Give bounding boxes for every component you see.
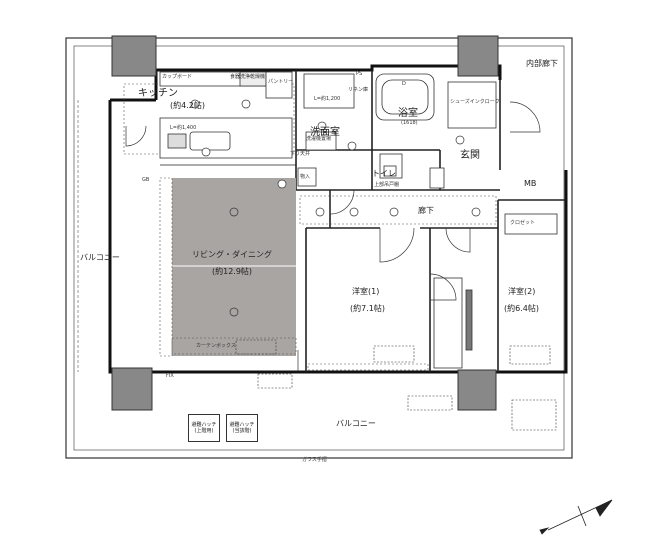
bedroom1-size: (約7.1帖) bbox=[350, 304, 385, 313]
upper-cabinet-label: 上部吊戸棚 bbox=[374, 182, 400, 188]
bedroom2-size: (約6.4帖) bbox=[504, 304, 539, 313]
evac-hatch-current: 避難ハッチ(当該階) bbox=[226, 414, 258, 442]
linen-label: リネン庫 bbox=[348, 87, 369, 93]
gb-label: GB bbox=[142, 177, 150, 183]
living-size: (約12.9帖) bbox=[212, 267, 253, 276]
ceiling-lights bbox=[190, 99, 481, 317]
pantry-label: パントリー bbox=[268, 79, 294, 85]
kitchen-label: キッチン bbox=[138, 88, 178, 99]
washer-label: 洗濯機置場 bbox=[306, 136, 332, 142]
toilet-label: トイレ bbox=[372, 169, 396, 178]
beam-height-2: L=約1,200 bbox=[314, 96, 341, 102]
closets bbox=[433, 213, 558, 369]
mb-label: MB bbox=[524, 179, 537, 188]
balcony-bottom-label: バルコニー bbox=[336, 419, 376, 428]
beam-height-1: L=約1,400 bbox=[170, 125, 197, 131]
hole-label: D bbox=[402, 81, 406, 87]
bedroom1-label: 洋室(1) bbox=[352, 287, 380, 296]
exterior-walls bbox=[108, 64, 568, 374]
doors bbox=[125, 101, 541, 372]
washroom-label: 洗面室 bbox=[310, 127, 340, 138]
entrance-label: 玄関 bbox=[460, 150, 480, 161]
structural-columns bbox=[111, 35, 499, 411]
kitchen-fixtures bbox=[159, 71, 293, 159]
storage-label: 物入 bbox=[300, 174, 311, 180]
balcony-left-label: バルコニー bbox=[80, 253, 120, 262]
furniture bbox=[235, 339, 557, 431]
curtain-box-label: カーテンボックス bbox=[196, 343, 236, 349]
inner-corridor-label: 内部廊下 bbox=[526, 59, 558, 68]
bath-label: 浴室 bbox=[398, 108, 418, 119]
bath-fixtures bbox=[297, 73, 497, 189]
cupboard-label: カップボード bbox=[162, 74, 193, 80]
lower-ceiling-label: 下り天井 bbox=[290, 151, 311, 157]
dishwasher-label: 食器洗浄乾燥機 bbox=[230, 74, 266, 80]
glass-rail-label: ガラス手摺 bbox=[302, 457, 327, 463]
bedroom2-label: 洋室(2) bbox=[508, 287, 536, 296]
ps-label: PS bbox=[356, 71, 363, 77]
balcony-outline bbox=[65, 37, 573, 459]
corridor-label: 廊下 bbox=[418, 206, 434, 215]
closet-label: クロゼット bbox=[510, 220, 536, 226]
evac-hatch-upper: 避難ハッチ(上階用) bbox=[188, 414, 220, 442]
bath-size: (1618) bbox=[401, 120, 418, 126]
fix-label: FIX bbox=[166, 373, 174, 379]
kitchen-size: (約4.2帖) bbox=[170, 101, 205, 110]
living-label: リビング・ダイニング bbox=[192, 250, 272, 259]
shoes-closet-label: シューズインクローク bbox=[450, 99, 500, 105]
compass-icon bbox=[539, 499, 613, 535]
